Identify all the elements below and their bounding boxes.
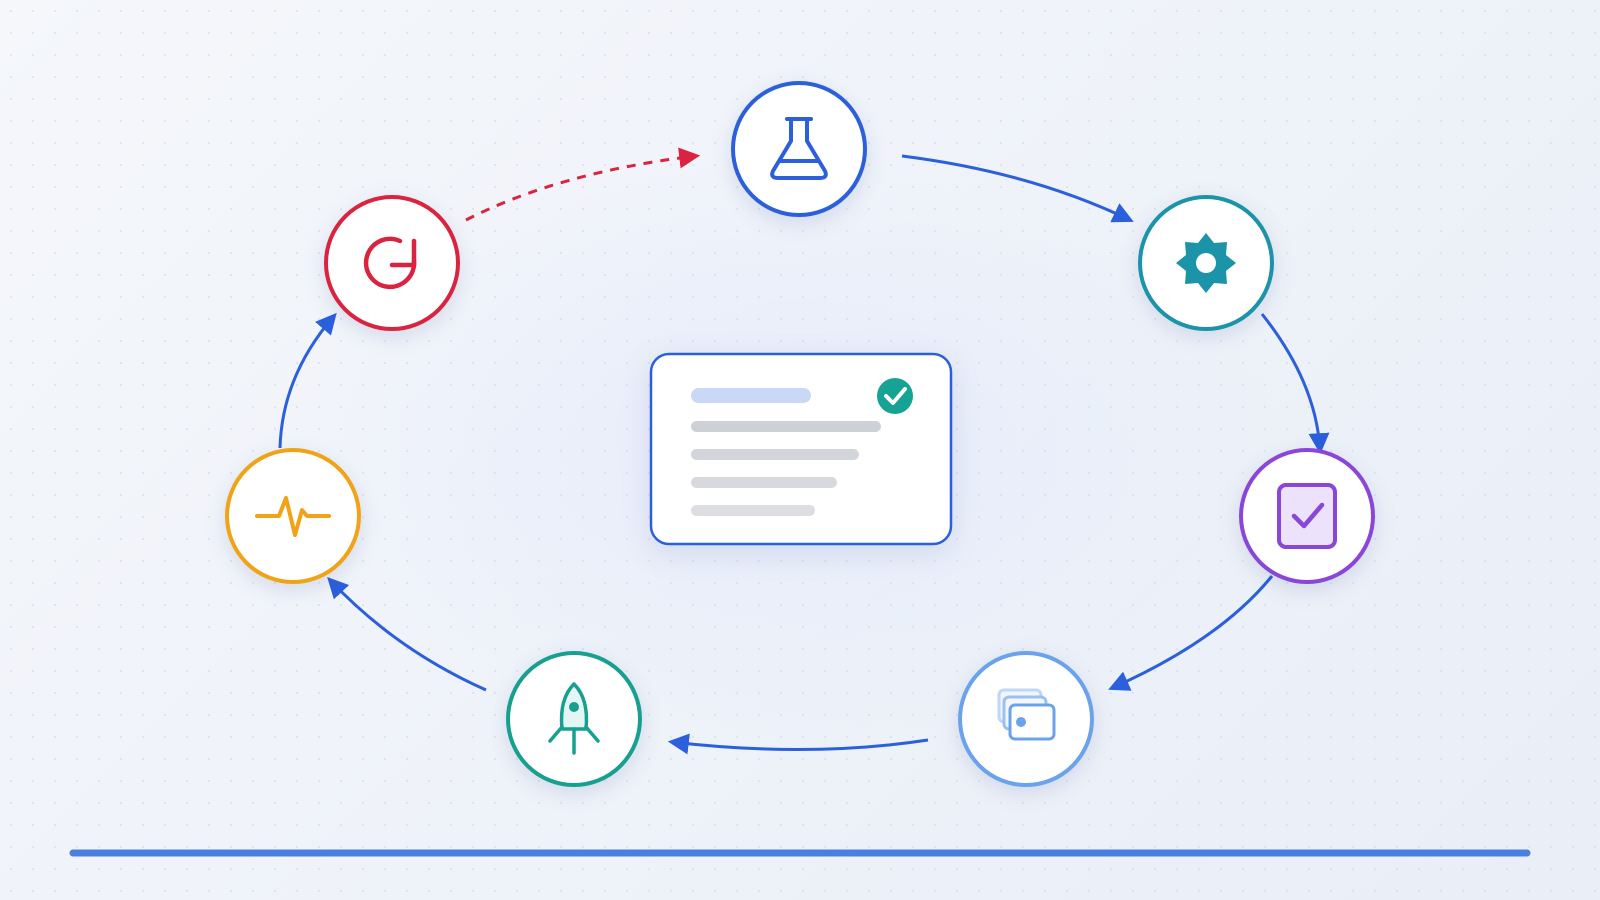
flask-icon [770, 117, 828, 180]
card-text-line [691, 505, 815, 516]
gear-icon [1176, 233, 1236, 293]
card-title-bar [691, 388, 811, 403]
node-experiment[interactable] [731, 81, 867, 217]
center-card[interactable] [649, 352, 953, 546]
card-text-line [691, 477, 837, 488]
stacked-cards-icon [997, 688, 1056, 741]
rocket-icon [548, 682, 600, 755]
pulse-icon [255, 496, 331, 537]
arrow-stage-to-launch [667, 733, 929, 755]
arrow-experiment-to-configure [901, 154, 1134, 223]
checkbox-icon [1277, 483, 1337, 549]
arrow-iterate-to-experiment-dashed [465, 147, 701, 222]
arrow-monitor-to-iterate [278, 312, 337, 449]
arrow-configure-to-validate [1260, 313, 1330, 455]
node-iterate[interactable] [324, 195, 460, 331]
arrow-validate-to-stage [1108, 575, 1274, 691]
refresh-icon [363, 236, 417, 290]
verified-check-icon [877, 378, 913, 414]
node-validate[interactable] [1239, 448, 1375, 584]
node-stage[interactable] [958, 651, 1094, 787]
cycle-arrows [278, 147, 1330, 755]
card-text-line [691, 449, 859, 460]
node-configure[interactable] [1138, 195, 1274, 331]
node-monitor[interactable] [225, 448, 361, 584]
card-text-line [691, 421, 881, 432]
arrow-launch-to-monitor [327, 576, 487, 692]
node-launch[interactable] [506, 651, 642, 787]
